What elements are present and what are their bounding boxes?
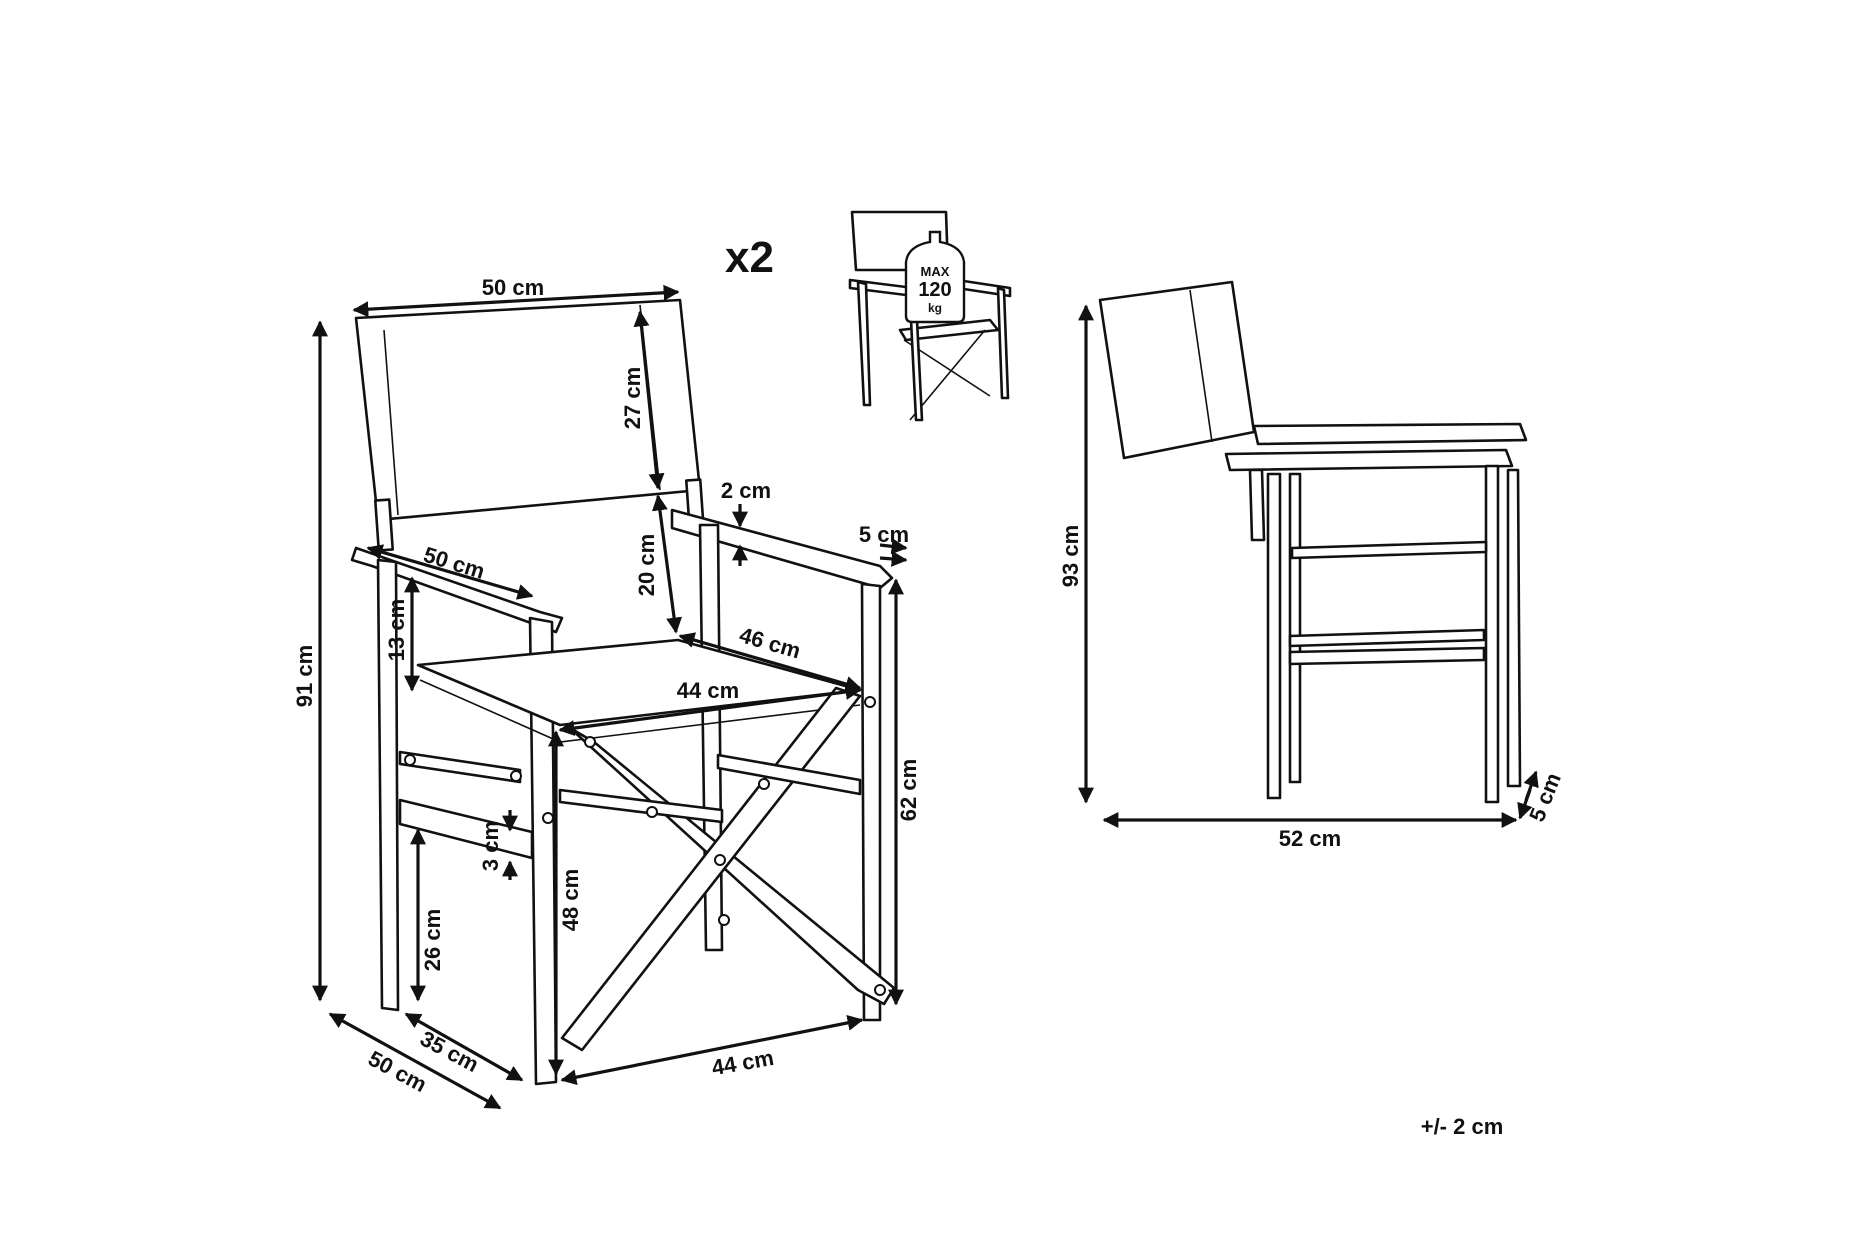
label-back-width: 50 cm [482,275,544,300]
label-seat-height: 48 cm [558,869,583,931]
label-stretcher-height: 26 cm [420,909,445,971]
right-upper-stretcher [716,753,862,796]
label-folded-thickness: 5 cm [1524,769,1566,825]
label-arm-height: 62 cm [896,759,921,821]
label-base-width: 44 cm [710,1045,776,1080]
badge-weight: 120 [918,279,951,301]
badge-unit: kg [928,301,942,315]
front-stretcher [558,788,724,824]
label-seat-width: 44 cm [677,678,739,703]
back-post-left [373,498,395,552]
back-canvas [354,298,702,522]
max-load-badge: MAX 120 kg [904,230,966,324]
dim-back-height-line [633,310,665,490]
folded-top-slat [1252,422,1528,446]
label-armrest-width: 5 cm [859,522,909,547]
left-upper-stretcher [398,750,522,784]
dim-back-width-line [352,284,680,318]
dim-back-gap-line [651,494,683,634]
label-folded-height: 93 cm [1058,525,1083,587]
left-lower-stretcher [398,798,534,860]
dim-base-depth-outer-line [328,1012,502,1110]
dim-base-width-line [560,1014,864,1086]
label-arm-to-seat: 13 cm [384,599,409,661]
label-back-height: 27 cm [620,367,645,429]
label-base-depth-inner: 35 cm [416,1026,483,1077]
dim-armrest-length-line [366,544,534,600]
label-seat-depth: 46 cm [737,622,804,663]
quantity-label: x2 [725,233,774,282]
folded-armrest [1224,448,1514,472]
label-base-depth-outer: 50 cm [364,1046,431,1097]
dim-seat-width-line [558,683,862,737]
label-back-gap: 20 cm [634,534,659,596]
badge-max: MAX [921,264,950,279]
label-folded-depth: 52 cm [1279,826,1341,851]
front-right-leg [860,582,882,1022]
folded-back-canvas [1098,280,1256,460]
folded-chair-illustration [1098,280,1528,804]
dimension-lines [312,284,1539,1110]
label-stretcher-thickness: 3 cm [478,821,503,871]
dim-seat-depth-line [678,632,862,692]
label-armrest-thickness: 2 cm [721,478,771,503]
label-total-height: 91 cm [292,645,317,707]
tolerance-note: +/- 2 cm [1421,1114,1504,1139]
